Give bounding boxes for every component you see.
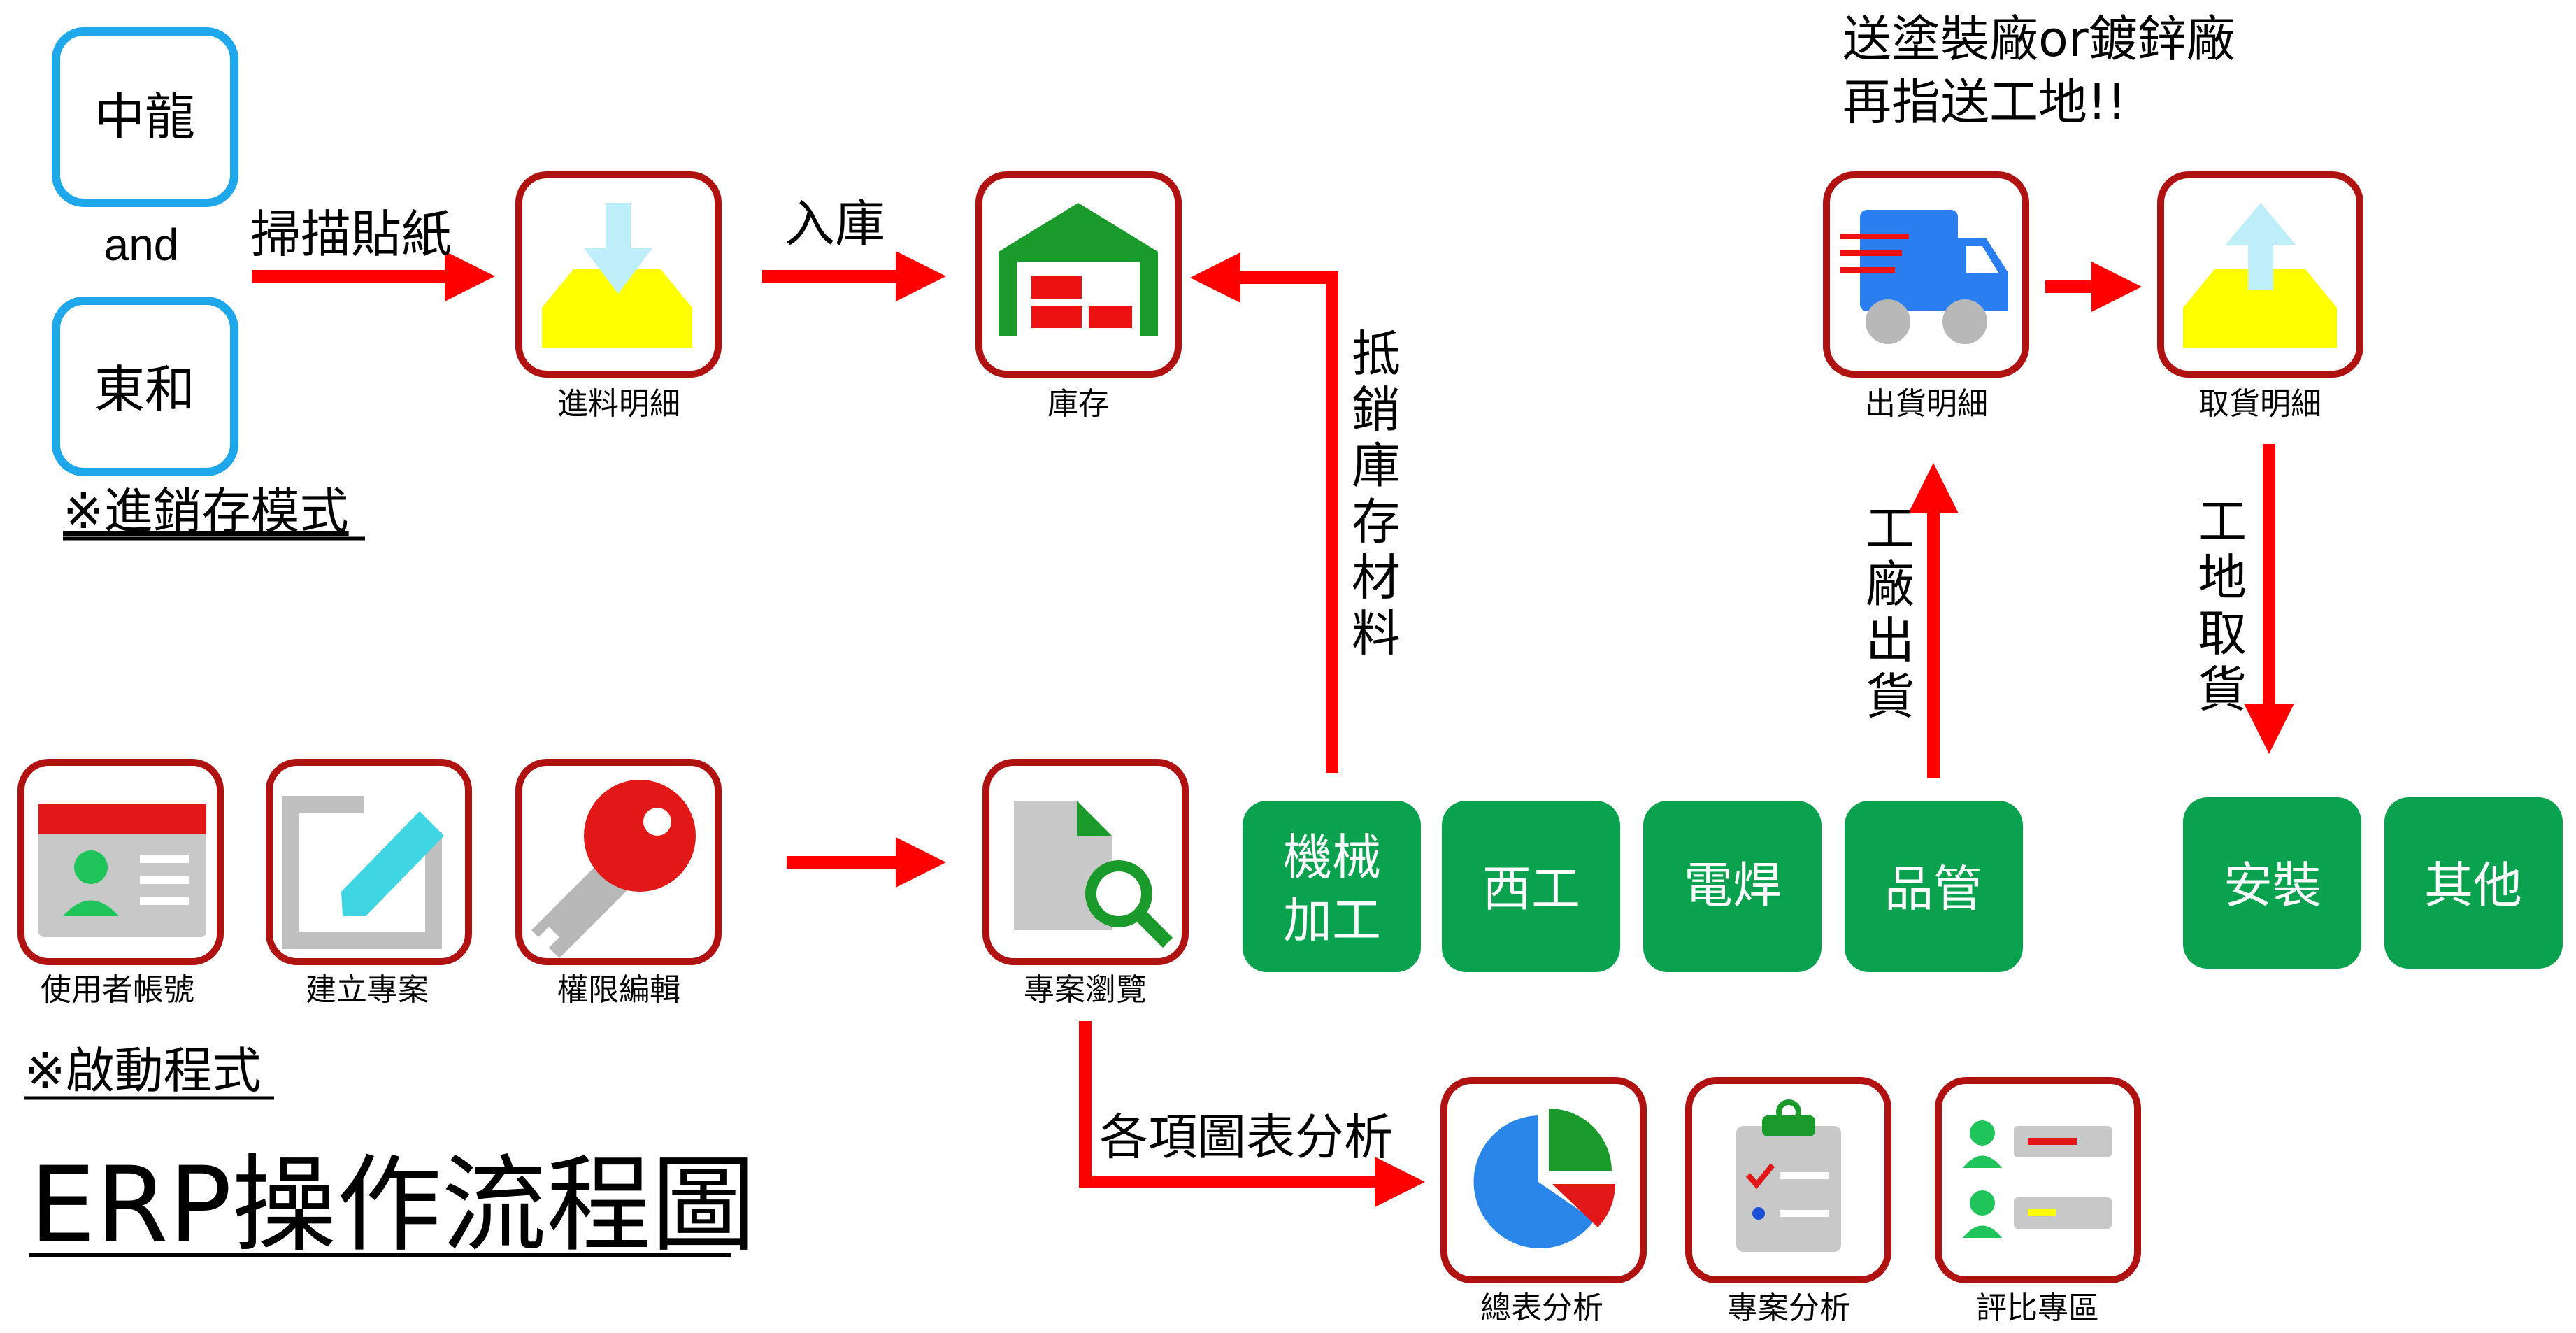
module-create-project[interactable]: 建立專案 [266,759,472,1008]
vertical-label-char: 工 [1866,500,1915,557]
key-icon [531,780,696,958]
module-permission[interactable]: 權限編輯 [515,759,722,1008]
module-summary-analysis-label: 總表分析 [1480,1290,1603,1326]
edit-pencil-icon [282,790,448,949]
clipboard-checklist-icon [1736,1099,1841,1252]
process-qc[interactable] [1845,801,2023,972]
module-shipping-label: 出貨明細 [1865,386,1988,422]
arrow-browse-to-analysis [1079,1021,1425,1207]
process-blocks: 機械 加工 西工 電焊 品管 安裝 其他 [1243,797,2563,972]
inventory-mode-note: ※進銷存模式 [63,483,349,540]
vertical-label-char: 出 [1866,612,1915,669]
process-machining[interactable] [1243,801,1421,972]
process-other-label: 其他 [2424,857,2522,914]
module-project-browse[interactable]: 專案瀏覽 [982,759,1189,1008]
scan-sticker-label: 掃描貼紙 [250,205,452,264]
process-qc-label: 品管 [1884,860,1982,918]
module-user-account-label: 使用者帳號 [41,972,194,1008]
arrows [252,251,2294,1207]
module-shipping[interactable]: 出貨明細 [1823,171,2029,422]
process-welding-label: 電焊 [1684,857,1782,914]
module-comparison-label: 評比專區 [1976,1290,2099,1326]
module-project-analysis[interactable]: 專案分析 [1685,1077,1891,1326]
company-box-donghe [52,297,238,476]
coating-note-line1: 送塗裝廠or鍍鋅廠 [1842,10,2235,68]
vertical-label-char: 材 [1352,549,1401,606]
page-title: ERP操作流程圖 [29,1145,756,1267]
inbox-download-icon [542,203,692,348]
module-user-account[interactable]: 使用者帳號 [17,759,224,1008]
module-incoming[interactable]: 進料明細 [515,171,722,422]
process-install-label: 安裝 [2224,857,2321,914]
vertical-label-char: 料 [1352,605,1401,662]
vertical-label-char: 廠 [1866,556,1915,613]
module-incoming-label: 進料明細 [557,386,680,422]
process-machining-label-line2: 加工 [1283,892,1381,949]
vertical-label-char: 取 [2198,605,2247,662]
vertical-label-char: 貨 [2198,661,2247,718]
company-zhonglong-label: 中龍 [94,87,195,146]
vertical-label-char: 存 [1352,493,1401,550]
document-search-icon [1014,801,1173,948]
process-western-label: 西工 [1482,860,1580,918]
warehouse-in-label: 入庫 [785,194,885,253]
warehouse-icon [999,203,1158,336]
module-permission-label: 權限編輯 [557,972,680,1008]
vertical-label-char: 庫 [1352,437,1401,494]
process-install[interactable] [2183,797,2361,969]
module-pickup[interactable]: 取貨明細 [2157,171,2363,422]
company-donghe-label: 東和 [94,360,195,419]
vertical-label-char: 工 [2198,493,2247,550]
process-other[interactable] [2384,797,2563,969]
id-card-icon [38,804,206,937]
module-project-analysis-label: 專案分析 [1727,1290,1850,1326]
coating-note-line2: 再指送工地!! [1842,73,2126,131]
module-inventory-label: 庫存 [1047,386,1109,422]
vertical-label-char: 抵 [1352,325,1401,383]
company-joiner-label: and [104,220,179,270]
inbox-upload-icon [2183,203,2337,348]
vertical-label-char: 銷 [1352,381,1401,439]
process-welding[interactable] [1643,801,1822,972]
module-pickup-label: 取貨明細 [2198,386,2321,422]
company-group: 中龍 and 東和 ※進銷存模式 [52,27,365,541]
ranking-list-icon [1963,1120,2112,1238]
delivery-truck-icon [1840,210,2008,344]
process-western[interactable] [1442,801,1620,972]
module-comparison[interactable]: 評比專區 [1935,1077,2141,1326]
pie-chart-icon [1473,1109,1615,1248]
vertical-label-char: 地 [2198,549,2247,606]
company-box-zhonglong [52,27,238,207]
module-project-browse-label: 專案瀏覽 [1024,972,1147,1008]
module-inventory[interactable]: 庫存 [975,171,1182,422]
flow-labels: 掃描貼紙 入庫 各項圖表分析 送塗裝廠or鍍鋅廠 再指送工地!! [250,10,2235,1166]
startup-note: ※啟動程式 [24,1042,262,1099]
arrow-offset-to-inventory [1190,252,1338,773]
vertical-label-char: 貨 [1866,668,1915,725]
process-machining-label-line1: 機械 [1283,829,1381,886]
module-summary-analysis[interactable]: 總表分析 [1440,1077,1647,1326]
chart-analysis-label: 各項圖表分析 [1099,1109,1393,1166]
module-create-project-label: 建立專案 [306,972,429,1008]
